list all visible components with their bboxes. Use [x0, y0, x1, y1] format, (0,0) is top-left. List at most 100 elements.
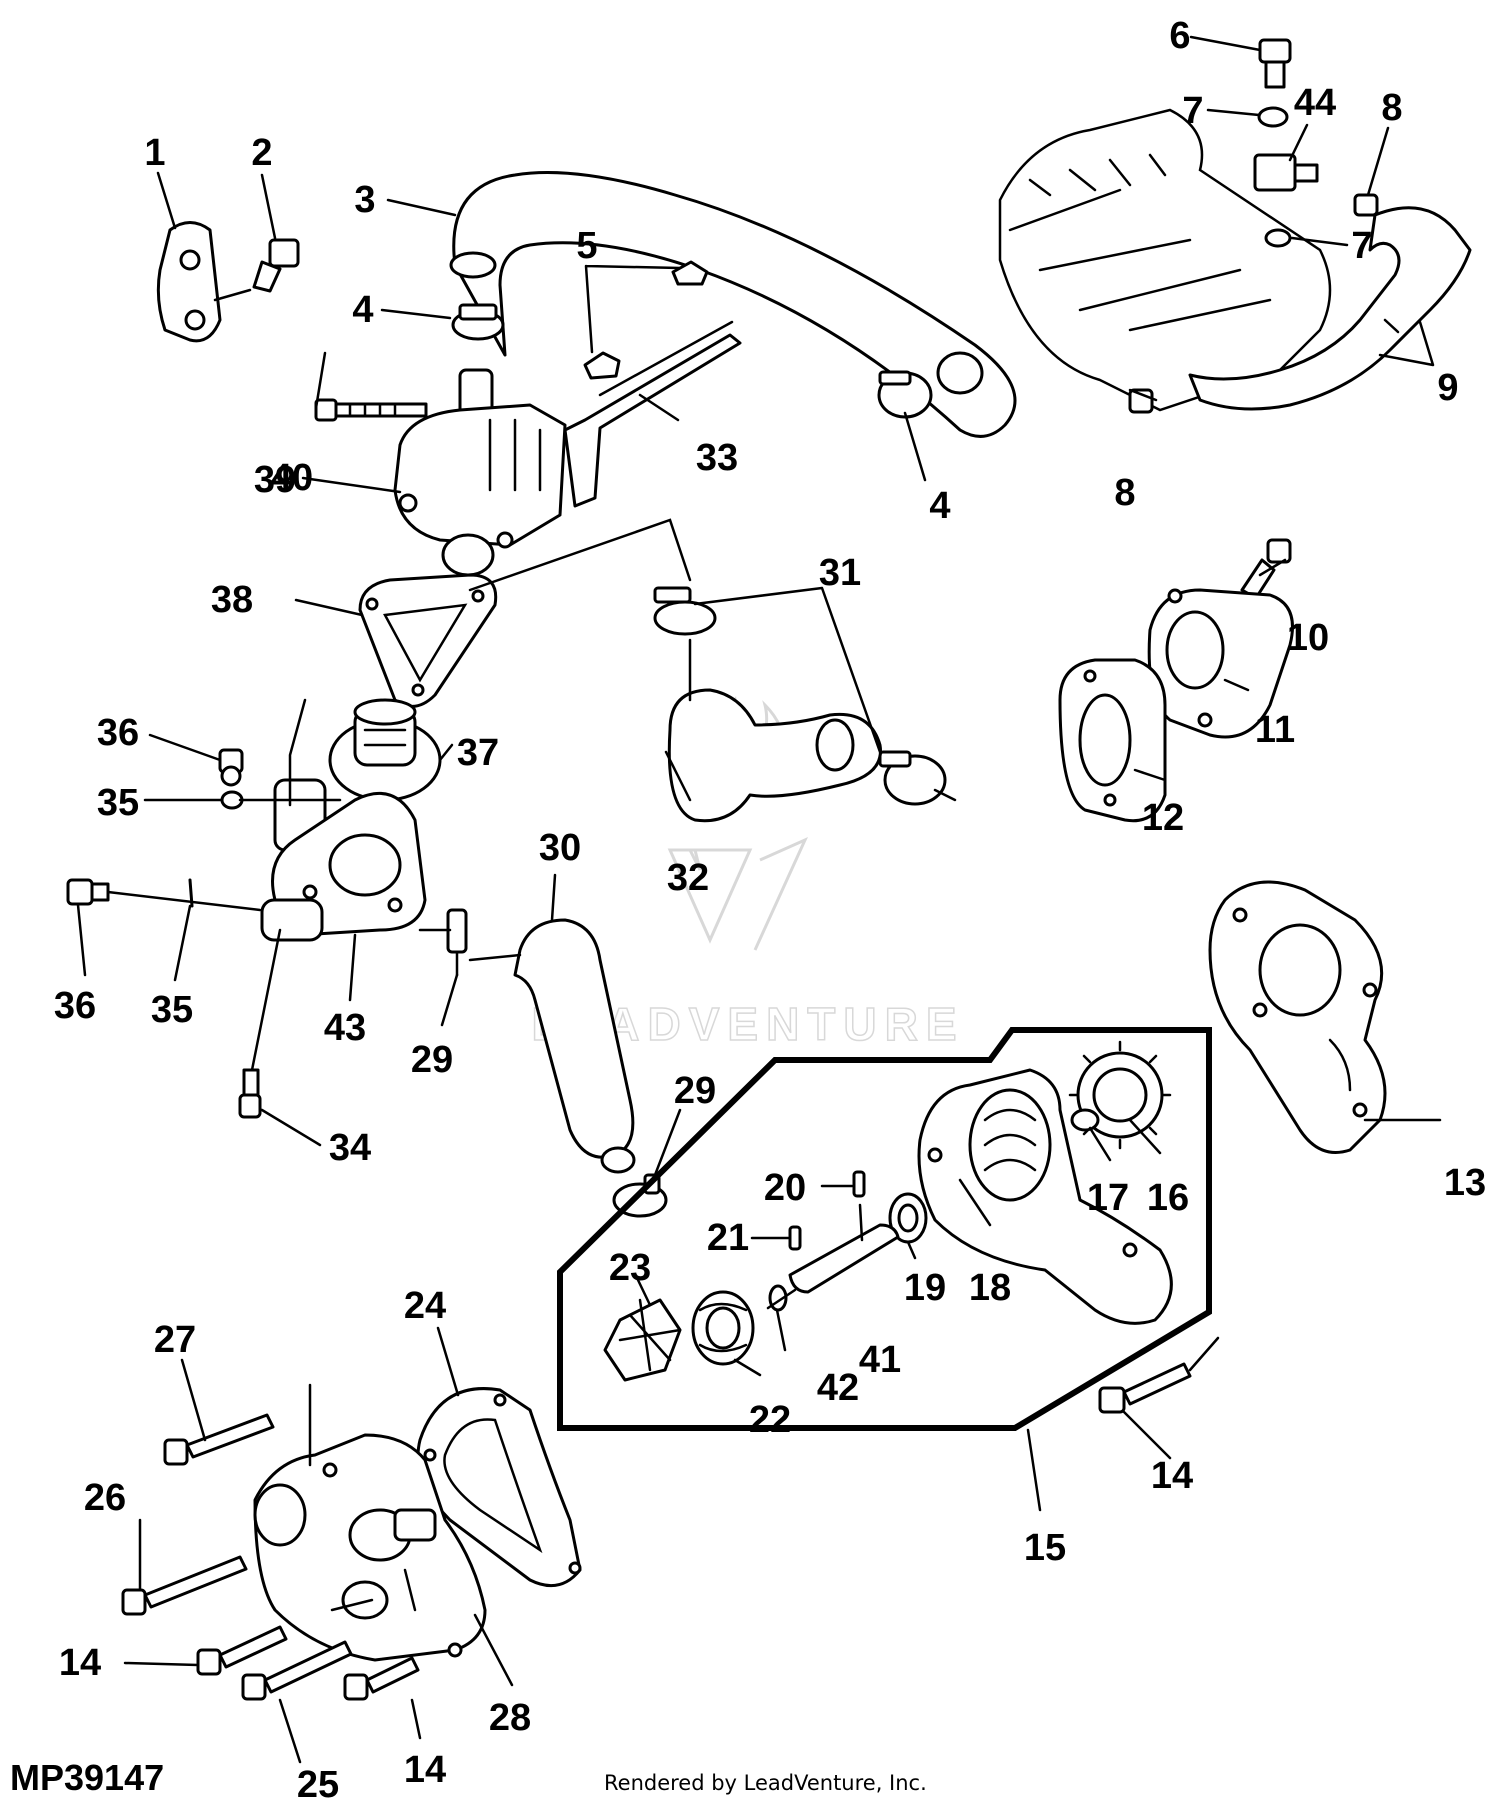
part-14-bolt-lower-left	[196, 1625, 288, 1676]
part-17-snap-ring	[1070, 1108, 1100, 1132]
callout-41: 41	[859, 1339, 901, 1381]
callout-10: 10	[1287, 617, 1329, 659]
callout-14-lower-left: 14	[59, 1642, 101, 1684]
callout-7-lower: 7	[1351, 225, 1372, 267]
callout-5: 5	[576, 225, 597, 267]
callout-18: 18	[969, 1267, 1011, 1309]
part-1-gasket-plate	[156, 221, 222, 343]
leader-lines	[76, 35, 1442, 1764]
part-35-washer-left	[188, 878, 194, 908]
part-36-plug-upper	[218, 748, 244, 787]
callout-22: 22	[749, 1399, 791, 1441]
part-19-seal	[888, 1192, 928, 1244]
part-31-clamp-upper	[653, 586, 717, 636]
part-12-gasket	[1058, 658, 1167, 823]
callout-16: 16	[1147, 1177, 1189, 1219]
callout-30: 30	[539, 827, 581, 869]
callout-20: 20	[764, 1167, 806, 1209]
callout-36-left: 36	[54, 985, 96, 1027]
callout-28: 28	[489, 1697, 531, 1739]
part-31-clamp-lower	[878, 750, 947, 806]
part-16-gear	[1068, 1040, 1172, 1150]
callout-9: 9	[1437, 367, 1458, 409]
callout-8-lower: 8	[1114, 472, 1135, 514]
callout-21: 21	[707, 1217, 749, 1259]
part-14-bolt-lower-right	[343, 1656, 420, 1701]
part-7-washer-lower	[1264, 228, 1292, 248]
callout-7-upper: 7	[1182, 90, 1203, 132]
part-18-pump-housing	[917, 1068, 1173, 1325]
part-20-pin	[852, 1170, 866, 1198]
callout-17: 17	[1087, 1177, 1129, 1219]
part-40-bolt	[314, 398, 428, 422]
callout-39: 39	[254, 459, 296, 501]
part-4-hose-clamp-right	[877, 370, 933, 419]
callout-31: 31	[819, 552, 861, 594]
callout-15: 15	[1024, 1527, 1066, 1569]
part-37-thermostat	[328, 698, 442, 802]
callout-6: 6	[1169, 15, 1190, 57]
callout-4-right: 4	[929, 485, 950, 527]
callout-13: 13	[1444, 1162, 1486, 1204]
callout-12: 12	[1142, 797, 1184, 839]
callout-26: 26	[84, 1477, 126, 1519]
part-25-bolt	[241, 1640, 353, 1701]
part-23-impeller	[603, 1298, 682, 1382]
part-33-bracket-tube	[563, 320, 742, 508]
part-29-fitting-upper	[446, 908, 468, 977]
callout-8-upper: 8	[1381, 87, 1402, 129]
callout-3: 3	[354, 179, 375, 221]
callout-25: 25	[297, 1764, 339, 1800]
callout-19: 19	[904, 1267, 946, 1309]
callout-32: 32	[667, 857, 709, 899]
callout-2: 2	[251, 132, 272, 174]
part-9-hoses	[1188, 206, 1472, 411]
callout-29-upper: 29	[411, 1039, 453, 1081]
callout-11: 11	[1255, 709, 1295, 751]
render-credit: Rendered by LeadVenture, Inc.	[604, 1771, 927, 1795]
callout-24: 24	[404, 1285, 446, 1327]
part-26-bolt	[121, 1555, 248, 1616]
part-11-water-outlet	[1147, 588, 1294, 739]
part-22-pulley-seal	[691, 1290, 755, 1366]
part-5-clips	[583, 260, 709, 380]
callout-42: 42	[817, 1367, 859, 1409]
part-2-bolt	[213, 238, 300, 302]
part-36-bolt-left	[66, 878, 262, 912]
callout-29-lower: 29	[674, 1070, 716, 1112]
assembly-lines	[238, 518, 957, 962]
kit-15-border	[557, 1027, 1212, 1431]
callout-35-upper: 35	[97, 782, 139, 824]
part-28-dowel-lines	[308, 1383, 417, 1612]
callout-44: 44	[1294, 82, 1336, 124]
callout-35-left: 35	[151, 989, 193, 1031]
part-7-washer-upper	[1257, 106, 1289, 128]
part-39-thermostat-housing	[393, 368, 567, 577]
callout-14-right: 14	[1151, 1455, 1193, 1497]
callout-1: 1	[144, 132, 165, 174]
part-27-bolt	[163, 1413, 275, 1466]
callout-14-lower-right: 14	[404, 1749, 446, 1791]
part-lower-pump-housing	[253, 1433, 487, 1662]
part-38-gasket	[358, 573, 498, 708]
engine-block-outline	[998, 108, 1332, 412]
part-8-clamp-upper	[1353, 193, 1379, 217]
part-43-water-outlet-housing	[260, 778, 427, 942]
part-10-bolt	[1240, 538, 1292, 600]
part-3-upper-hose	[449, 171, 1017, 438]
figure-id: MP39147	[10, 1757, 164, 1798]
part-44-adapter	[1253, 153, 1319, 192]
callout-38: 38	[211, 579, 253, 621]
part-41-shaft	[788, 1203, 900, 1294]
callout-43: 43	[324, 1007, 366, 1049]
callout-labels: 1 2 3 4 5 6 7 44 8 7 9 8 4 33 40 39 38 3…	[54, 15, 1486, 1800]
part-21-pin	[788, 1225, 802, 1251]
callout-27: 27	[154, 1319, 196, 1361]
part-32-elbow-hose	[667, 688, 882, 823]
part-13-pump-gasket	[1208, 880, 1387, 1154]
callout-34: 34	[329, 1127, 371, 1169]
callout-36-upper: 36	[97, 712, 139, 754]
part-34-bolt	[238, 928, 282, 1119]
callout-37: 37	[457, 732, 499, 774]
